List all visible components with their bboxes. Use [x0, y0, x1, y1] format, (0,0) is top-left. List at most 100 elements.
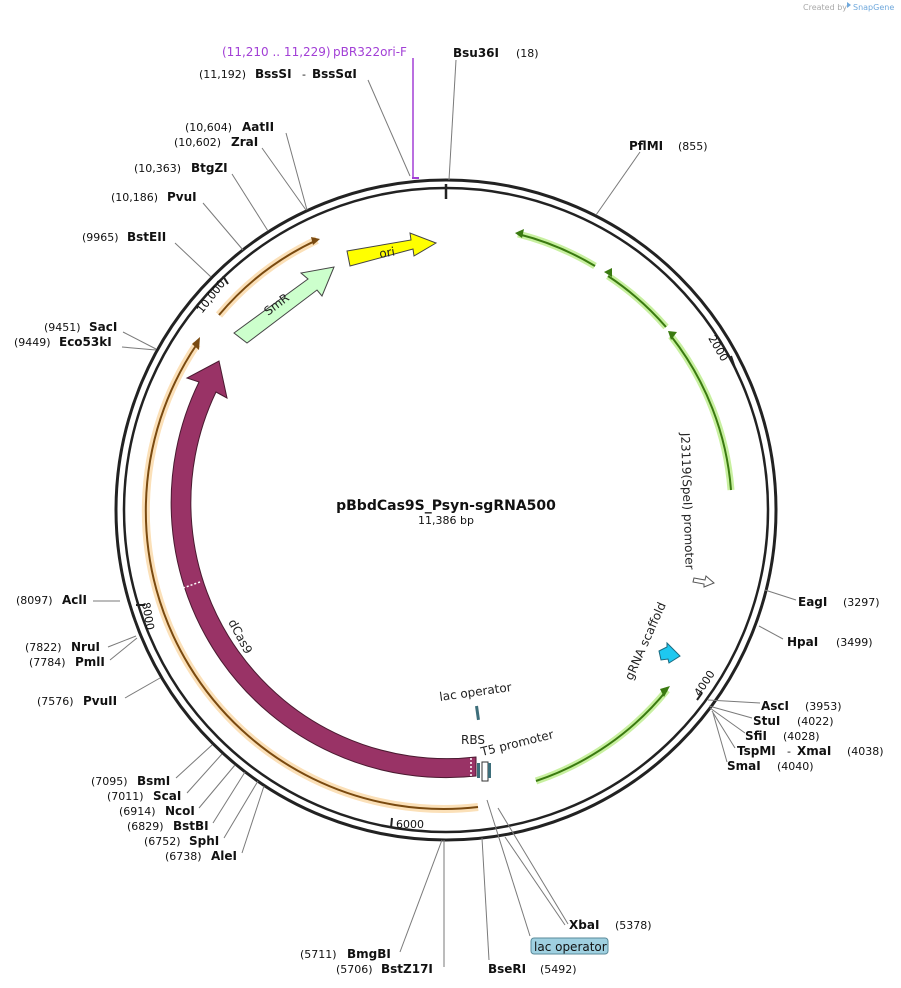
site-bsssai-name: BssSαI [312, 67, 357, 81]
leader-stui [708, 705, 753, 719]
site-bsssi-pos: (11,192) [199, 68, 246, 81]
site-tspmi-dash: - [787, 745, 791, 758]
site-tspmi-pos: (4038) [847, 745, 884, 758]
site-acli-name: AclI [62, 593, 87, 607]
leader-bsmi [175, 744, 213, 779]
site-pmli-pos: (7784) [29, 656, 66, 669]
restriction-site-leaders [93, 59, 797, 967]
ruler-label-4000: 4000 [692, 668, 718, 699]
site-aatii-pos: (10,604) [185, 121, 232, 134]
leader-bmgbi [399, 839, 443, 953]
plasmid-name: pBbdCas9S_Psyn-sgRNA500 [336, 498, 556, 514]
grna-feature [658, 641, 681, 664]
leader-bsu36i [448, 59, 457, 181]
site-pvuii-pos: (7576) [37, 695, 74, 708]
site-scai-pos: (7011) [107, 790, 144, 803]
site-scai-name: ScaI [153, 789, 181, 803]
site-acli-pos: (8097) [16, 594, 53, 607]
site-zrai-name: ZraI [231, 135, 258, 149]
dcas9-junction-mark [182, 581, 201, 589]
t5-promoter-mark [481, 761, 489, 782]
site-beseri-name: BseRI [488, 962, 526, 976]
orange-arrowhead-2 [311, 237, 320, 245]
watermark-brand: SnapGene [853, 3, 894, 12]
dcas9-feature [170, 360, 477, 779]
leader-alei [241, 785, 265, 854]
leader-eagi [764, 589, 797, 601]
orange-arrowhead-1 [192, 337, 200, 350]
ruler-tick-10000 [222, 275, 229, 285]
site-bsmi-pos: (7095) [91, 775, 128, 788]
site-bsteii-name: BstEII [127, 230, 166, 244]
site-smai-name: SmaI [727, 759, 761, 773]
site-pflmi-pos: (855) [678, 140, 708, 153]
leader-bsssi [367, 79, 411, 177]
site-pvui-name: PvuI [167, 190, 197, 204]
site-eagi-name: EagI [798, 595, 827, 609]
green-feature-halo-4 [534, 687, 670, 785]
ruler-tick-4000 [696, 692, 703, 701]
smr-feature [233, 266, 335, 344]
lac-operator-box-label: lac operator [534, 940, 607, 954]
leader-aatii [285, 132, 308, 211]
t5-promoter-label: T5 promoter [478, 727, 555, 759]
rbs-mark [477, 763, 480, 778]
leader-pvui [202, 202, 244, 251]
orange-feature-arc-2 [218, 239, 318, 316]
site-tspmi-name: TspMI [737, 744, 776, 758]
leader-lac-operator-box [486, 799, 531, 937]
site-saci-name: SacI [89, 320, 117, 334]
site-bstbi-name: BstBI [173, 819, 209, 833]
leader-hpai [758, 625, 784, 640]
snapgene-logo-icon [847, 2, 851, 8]
site-nrui-name: NruI [71, 640, 100, 654]
backbone-outer [114, 178, 778, 842]
site-bsssi-name: BssSI [255, 67, 292, 81]
site-btgzi-name: BtgZI [191, 161, 228, 175]
primer-range: (11,210 .. 11,229) [222, 45, 331, 59]
site-alei-pos: (6738) [165, 850, 202, 863]
site-pmli-name: PmlI [75, 655, 105, 669]
orange-feature-arc [144, 343, 479, 810]
site-eco53ki-pos: (9449) [14, 336, 51, 349]
plasmid-length: 11,386 bp [418, 514, 474, 527]
site-eagi-pos: (3297) [843, 596, 880, 609]
site-aatii-name: AatII [242, 120, 274, 134]
site-asci-name: AscI [761, 699, 789, 713]
site-zrai-pos: (10,602) [174, 136, 221, 149]
site-pvuii-name: PvuII [83, 694, 117, 708]
leader-scai [186, 753, 223, 794]
j23119-feature [692, 575, 715, 588]
site-alei-name: AleI [211, 849, 237, 863]
site-bstz17i-pos: (5706) [336, 963, 373, 976]
leader-tspmi [711, 710, 736, 749]
site-bmgbi-name: BmgBI [347, 947, 391, 961]
grna-label: gRNA scaffold [622, 600, 669, 682]
site-sfii-pos: (4028) [783, 730, 820, 743]
ori-label: ori [378, 244, 396, 260]
leader-smai [712, 712, 728, 763]
site-smai-pos: (4040) [777, 760, 814, 773]
ori-feature [346, 232, 438, 267]
site-stui-name: StuI [753, 714, 780, 728]
site-bsmi-name: BsmI [137, 774, 170, 788]
site-eco53ki-name: Eco53kI [59, 335, 112, 349]
ruler-label-8000: 8000 [139, 601, 157, 631]
leader-btgzi [231, 173, 269, 232]
ruler-tick-2000 [730, 355, 736, 369]
leader-eco53ki [121, 346, 157, 351]
site-sfii-name: SfiI [745, 729, 767, 743]
site-asci-pos: (3953) [805, 700, 842, 713]
lac-operator-mark-2 [488, 763, 491, 778]
site-xbai-name: XbaI [569, 918, 599, 932]
leader-saci [122, 331, 157, 350]
ruler-tick-6000 [390, 817, 393, 829]
site-hpai-pos: (3499) [836, 636, 873, 649]
rbs-label: RBS [461, 733, 485, 747]
site-ncoi-name: NcoI [165, 804, 195, 818]
leader-zrai [261, 147, 307, 211]
leader-pflmi [595, 151, 641, 216]
watermark-prefix: Created by [803, 3, 847, 12]
green-feature-arc-4 [535, 689, 668, 782]
